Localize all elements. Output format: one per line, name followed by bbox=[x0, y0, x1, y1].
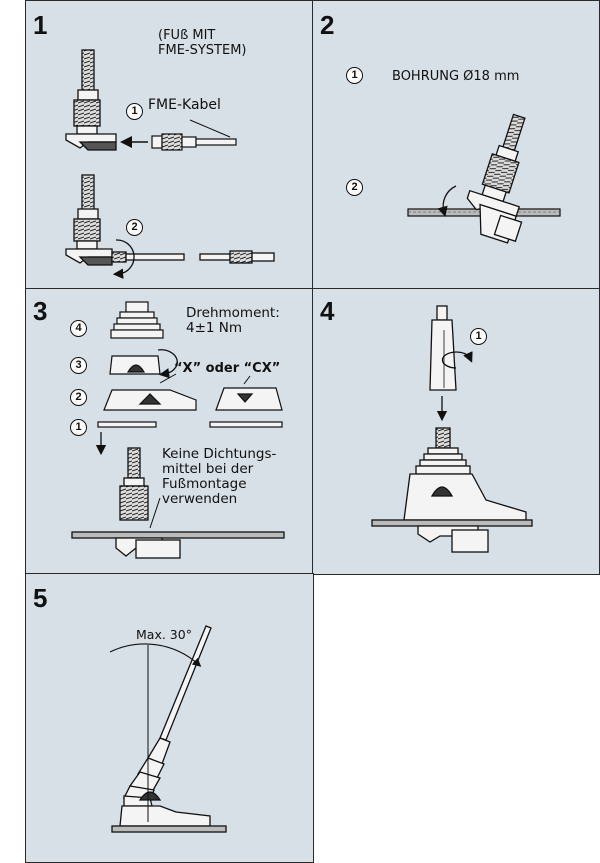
step-3-callout-4: 4 bbox=[70, 320, 87, 337]
fme-cable-plug bbox=[151, 133, 237, 151]
step-3-callout-1: 1 bbox=[70, 419, 87, 436]
rubber-boot-part bbox=[110, 301, 164, 339]
step-3-number: 3 bbox=[33, 296, 48, 326]
x-or-cx-label: “X” oder “CX” bbox=[174, 361, 281, 376]
fme-connector-top bbox=[65, 49, 117, 151]
base-cap-part bbox=[109, 355, 161, 375]
connector-mounted-through-panel bbox=[71, 447, 285, 559]
base-housing-part bbox=[103, 389, 197, 411]
step-2-number: 2 bbox=[320, 10, 335, 40]
step-2-callout-2: 2 bbox=[346, 179, 363, 196]
step-5-number: 5 bbox=[33, 583, 48, 613]
step-2-callout-1: 1 bbox=[346, 67, 363, 84]
no-sealant-warning: Keine Dichtungs- mittel bei der Fußmonta… bbox=[162, 446, 277, 507]
torque-text: Drehmoment: 4±1 Nm bbox=[186, 305, 280, 336]
panel-step-2 bbox=[312, 0, 600, 290]
step-1-number: 1 bbox=[33, 10, 48, 40]
step-4-callout-1: 1 bbox=[470, 328, 487, 345]
max-angle-label: Max. 30° bbox=[136, 627, 192, 642]
step-3-callout-3: 3 bbox=[70, 357, 87, 374]
antenna-base-assembled bbox=[371, 427, 533, 553]
antenna-tilted-max bbox=[111, 625, 227, 833]
fme-connector-assembled bbox=[65, 174, 275, 266]
step-1-callout-1: 1 bbox=[126, 103, 143, 120]
base-housing-cx-part bbox=[215, 387, 283, 411]
antenna-base-tilted bbox=[466, 113, 526, 244]
step-1-note: (FUß MIT FME-SYSTEM) bbox=[158, 28, 247, 58]
gasket-part bbox=[97, 421, 283, 428]
fme-cable-label: FME-Kabel bbox=[148, 97, 221, 113]
drill-hole-text: BOHRUNG Ø18 mm bbox=[392, 69, 520, 84]
step-3-callout-2: 2 bbox=[70, 389, 87, 406]
step-1-callout-2: 2 bbox=[126, 219, 143, 236]
antenna-rod-base bbox=[429, 305, 457, 391]
step-4-number: 4 bbox=[320, 296, 335, 326]
